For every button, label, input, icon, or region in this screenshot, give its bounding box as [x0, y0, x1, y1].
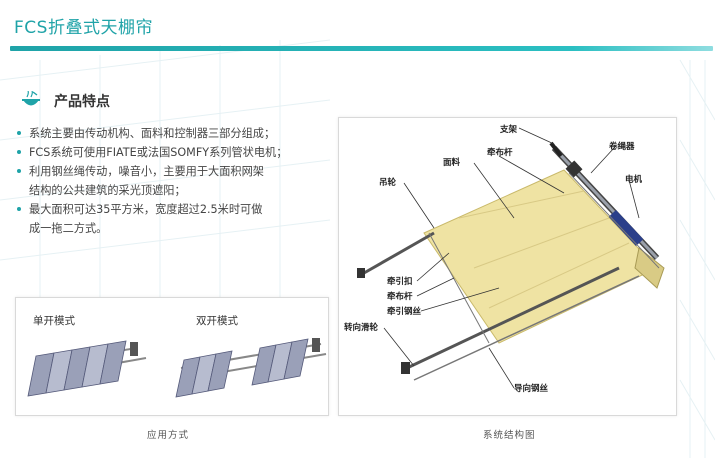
- label-turn-pulley: 转向滑轮: [344, 323, 379, 333]
- system-structure-panel: 支架 面料 牵布杆 卷绳器 电机 吊轮 牵引扣 牵布杆 牵引钢丝 转向滑轮 导向…: [338, 117, 677, 416]
- label-pull-rod-top: 牵布杆: [487, 148, 513, 158]
- double-mode-drawing: [175, 338, 327, 398]
- label-pulley: 吊轮: [379, 178, 397, 188]
- label-guide-wire: 导向钢丝: [514, 384, 549, 394]
- label-pull-buckle: 牵引扣: [387, 277, 413, 287]
- application-illustration: [27, 338, 327, 398]
- motor-shape: [608, 209, 644, 247]
- feature-item-continued: 结构的公共建筑的采光顶遮阳；: [29, 184, 186, 197]
- application-panel: 单开模式 双开模式: [15, 297, 329, 416]
- feature-item: FCS系统可使用FIATE或法国SOMFY系列管状电机；: [16, 143, 336, 162]
- title-underline: [10, 46, 713, 51]
- single-mode-label: 单开模式: [33, 315, 75, 327]
- label-pull-wire: 牵引钢丝: [387, 307, 422, 317]
- label-reel: 卷绳器: [609, 142, 635, 152]
- features-heading-text: 产品特点: [54, 94, 110, 110]
- feature-list: 系统主要由传动机构、面料和控制器三部分组成； FCS系统可使用FIATE或法国S…: [16, 124, 336, 238]
- feature-item: 系统主要由传动机构、面料和控制器三部分组成；: [16, 124, 336, 143]
- application-caption: 应用方式: [147, 430, 190, 441]
- label-bracket: 支架: [500, 125, 518, 135]
- label-pull-rod: 牵布杆: [387, 292, 413, 302]
- page-title: FCS折叠式天棚帘: [14, 18, 153, 38]
- feature-item: 利用钢丝绳传动，噪音小，主要用于大面积网架: [16, 162, 336, 181]
- system-structure-diagram: [357, 127, 665, 389]
- product-cup-icon: [22, 91, 40, 106]
- single-mode-drawing: [27, 340, 147, 397]
- label-motor: 电机: [625, 175, 643, 185]
- double-mode-label: 双开模式: [196, 315, 238, 327]
- label-fabric: 面料: [443, 158, 461, 168]
- feature-item-continued: 成一拖二方式。: [29, 222, 108, 235]
- system-caption: 系统结构图: [483, 430, 536, 441]
- feature-item: 最大面积可达35平方米，宽度超过2.5米时可做: [16, 200, 336, 219]
- features-heading: 产品特点: [20, 91, 110, 111]
